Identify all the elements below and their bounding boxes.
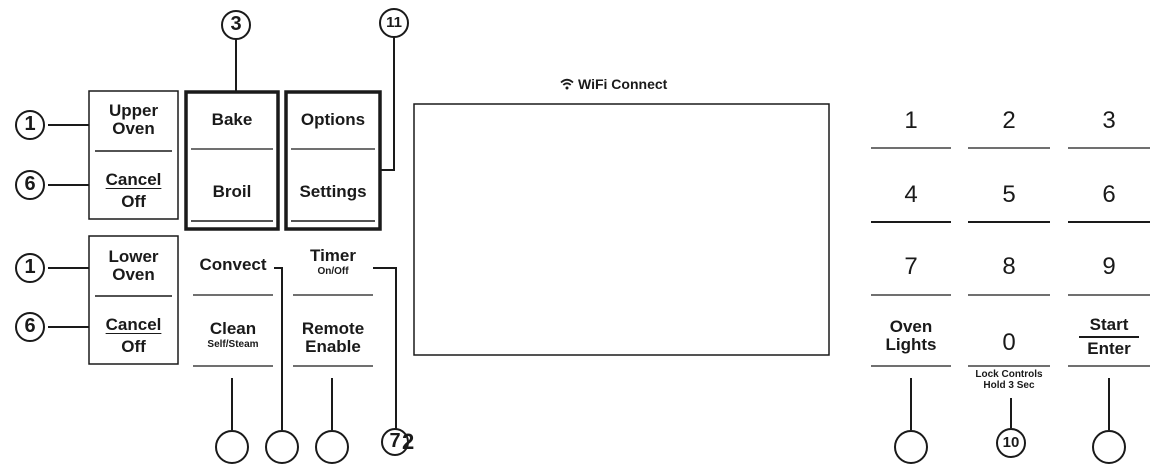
callout-blank-oven-lights (894, 430, 928, 464)
callout-blank-convect (265, 430, 299, 464)
key-0[interactable]: 0 (1002, 329, 1016, 356)
key-5[interactable]: 5 (1002, 181, 1016, 208)
lower-oven-box (88, 235, 179, 365)
key-4[interactable]: 4 (904, 181, 918, 208)
callout-blank-start (1092, 430, 1126, 464)
callout-timer-extra: 2 (402, 429, 415, 454)
key-1[interactable]: 1 (904, 107, 918, 134)
broil-button[interactable]: Broil (212, 182, 252, 201)
callout-upper-cancel: 6 (15, 170, 45, 200)
upper-oven-box (88, 90, 179, 220)
settings-button[interactable]: Settings (299, 182, 367, 201)
key-2[interactable]: 2 (1002, 107, 1016, 134)
key-9[interactable]: 9 (1102, 253, 1116, 280)
wifi-connect-label: WiFi Connect (560, 76, 667, 92)
start-enter-divider (1079, 335, 1139, 338)
key-3[interactable]: 3 (1102, 107, 1116, 134)
callout-lower-oven: 1 (15, 253, 45, 283)
callout-lock-controls: 10 (996, 428, 1026, 458)
bake-broil-group-box (184, 90, 280, 231)
callout-timer: 7 (381, 428, 409, 456)
options-settings-group-box (284, 90, 382, 231)
key-8[interactable]: 8 (1002, 253, 1016, 280)
start-enter-button[interactable]: Start Enter (1068, 316, 1150, 358)
display-window (413, 103, 830, 356)
callout-bake-broil: 3 (221, 10, 251, 40)
callout-upper-oven: 1 (15, 110, 45, 140)
convect-button[interactable]: Convect (199, 255, 267, 274)
callout-lower-cancel: 6 (15, 312, 45, 342)
callout-blank-clean (215, 430, 249, 464)
options-button[interactable]: Options (300, 110, 366, 129)
bake-button[interactable]: Bake (211, 110, 253, 129)
callout-blank-remote (315, 430, 349, 464)
key-7[interactable]: 7 (904, 253, 918, 280)
key-6[interactable]: 6 (1102, 181, 1116, 208)
wifi-icon (560, 78, 574, 90)
callout-options-settings: 11 (379, 8, 409, 38)
